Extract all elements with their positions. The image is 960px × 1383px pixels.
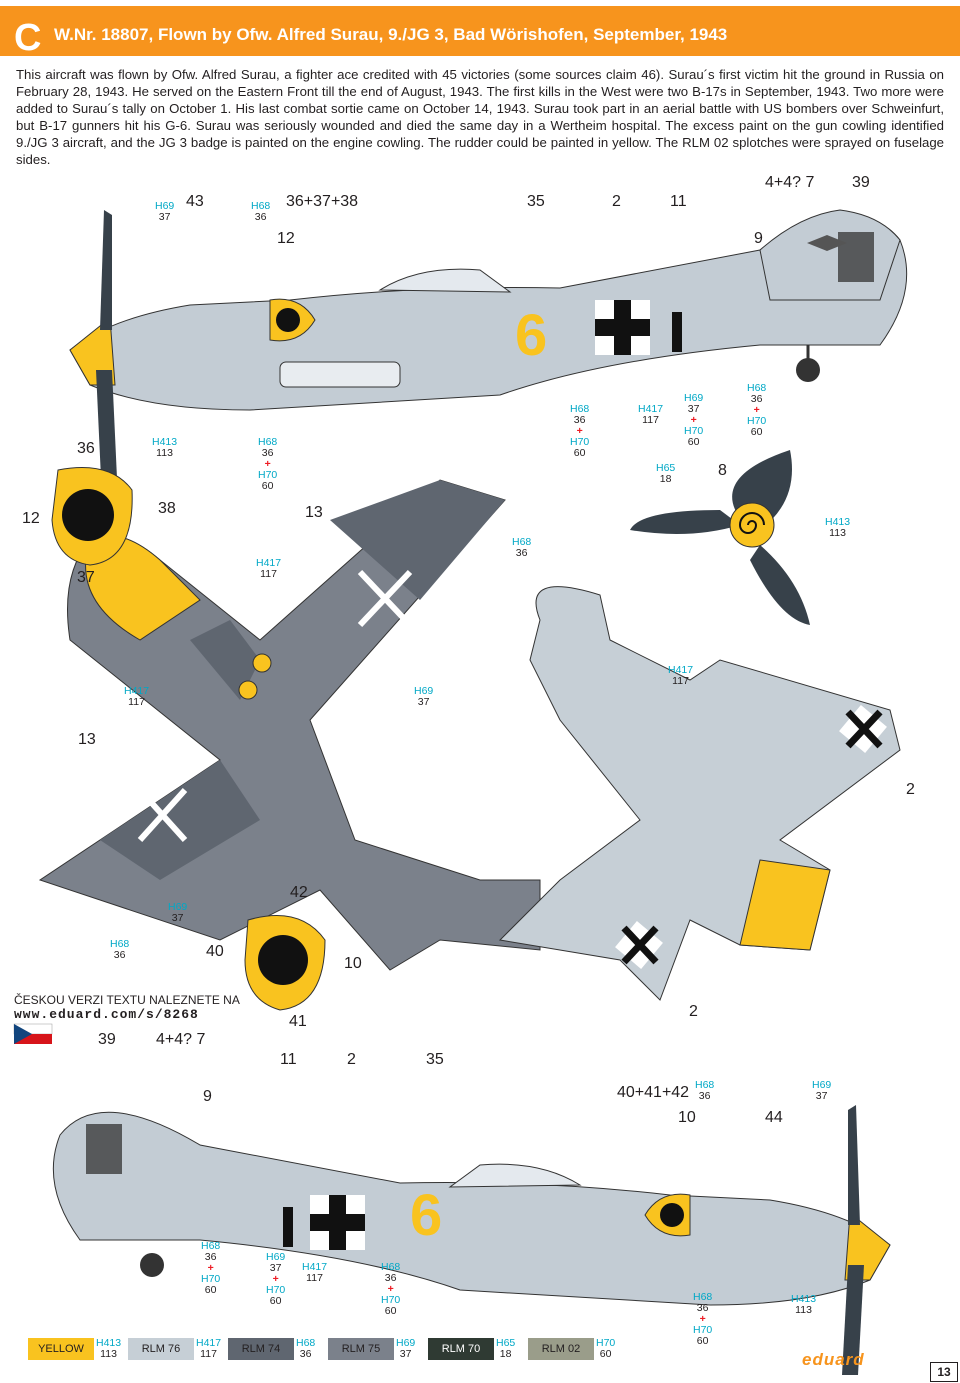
history-text: This aircraft was flown by Ofw. Alfred S…	[16, 67, 944, 167]
underside-view	[498, 586, 901, 1001]
callout-number: 13	[305, 504, 323, 521]
callout-number: 2	[906, 781, 915, 798]
callout-number: 39	[852, 174, 870, 191]
callout-number: 43	[186, 193, 204, 210]
callout-number: 12	[22, 510, 40, 527]
legend-swatch: RLM 75	[328, 1338, 394, 1360]
callout-number: 35	[426, 1051, 444, 1068]
czech-url[interactable]: www.eduard.com/s/8268	[14, 1007, 199, 1022]
czech-note: ČESKOU VERZI TEXTU NALEZNETE NA	[14, 993, 240, 1007]
callout-number: 2	[347, 1051, 356, 1068]
callout-number: 4+4? 7	[765, 174, 815, 191]
callout-number: 37	[77, 569, 95, 586]
spinner-view	[630, 450, 810, 625]
czech-flag	[13, 1023, 53, 1044]
callout-number: 40	[206, 943, 224, 960]
callout-number: 39	[98, 1031, 116, 1048]
legend-swatch: RLM 74	[228, 1338, 294, 1360]
callout-number: 36	[77, 440, 95, 457]
callout-number: 11	[280, 1051, 297, 1068]
callout-number: 2	[612, 193, 621, 210]
callout-number: 10	[678, 1109, 696, 1126]
legend-swatch: YELLOW	[28, 1338, 94, 1360]
callout-number: 9	[754, 230, 763, 247]
callout-number: 41	[289, 1013, 307, 1030]
callout-number: 35	[527, 193, 545, 210]
callout-number: 8	[718, 462, 727, 479]
top-view	[38, 479, 541, 971]
side-profile-left: 6	[69, 209, 908, 500]
callout-number: 36+37+38	[286, 193, 359, 210]
cowling-detail	[51, 467, 326, 1011]
callout-number: 4+4? 7	[156, 1031, 206, 1048]
legend-swatch: RLM 76	[128, 1338, 194, 1360]
callout-number: 38	[158, 500, 176, 517]
callout-number: 40+41+42	[617, 1084, 690, 1101]
callout-number: 12	[277, 230, 295, 247]
callout-number: 9	[203, 1088, 212, 1105]
callout-number: 2	[689, 1003, 698, 1020]
side-profile-right: 6	[52, 1105, 891, 1375]
page-number: 13	[930, 1362, 958, 1382]
callout-number: 44	[765, 1109, 783, 1126]
page-title: W.Nr. 18807, Flown by Ofw. Alfred Surau,…	[54, 25, 728, 44]
callout-number: 11	[670, 193, 687, 210]
legend-swatch: RLM 70	[428, 1338, 494, 1360]
header-bar: C W.Nr. 18807, Flown by Ofw. Alfred Sura…	[0, 6, 960, 59]
profile-letter: C	[14, 17, 42, 59]
svg-text:6: 6	[410, 1183, 442, 1248]
callout-number: 13	[78, 731, 96, 748]
callout-number: 10	[344, 955, 362, 972]
callout-number: 42	[290, 884, 308, 901]
brand-logo: eduard	[802, 1350, 865, 1369]
legend-swatch: RLM 02	[528, 1338, 594, 1360]
svg-text:6: 6	[515, 303, 547, 368]
